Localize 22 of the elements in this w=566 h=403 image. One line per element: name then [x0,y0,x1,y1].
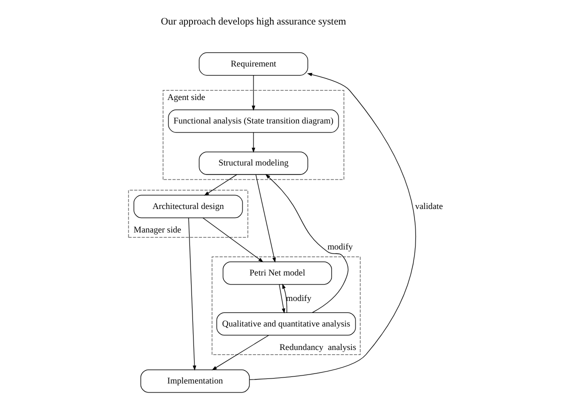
edge-label: modify [327,241,353,252]
node-box: Functional analysis (State transition diagram) [168,110,339,133]
arrow [202,218,264,262]
arrow [204,174,238,196]
arrow [265,174,348,313]
arrow [252,132,256,153]
node-box: Implementation [140,369,250,393]
node-box: Structural modeling [198,152,308,175]
arrow [249,72,416,380]
arrow [212,335,269,370]
edge-label: modify [286,292,312,303]
arrow [188,218,196,371]
edge-label: validate [415,200,443,211]
node-box: Architectural design [134,194,243,218]
node-box: Petri Net model [222,261,332,285]
arrow [256,174,276,263]
arrow [278,284,286,314]
arrow [282,284,288,313]
node-box: Requirement [198,52,308,76]
arrow [252,75,256,111]
label: Our approach develops high assurance system [160,16,346,28]
node-box: Qualitative and quantitative analysis [216,312,356,336]
